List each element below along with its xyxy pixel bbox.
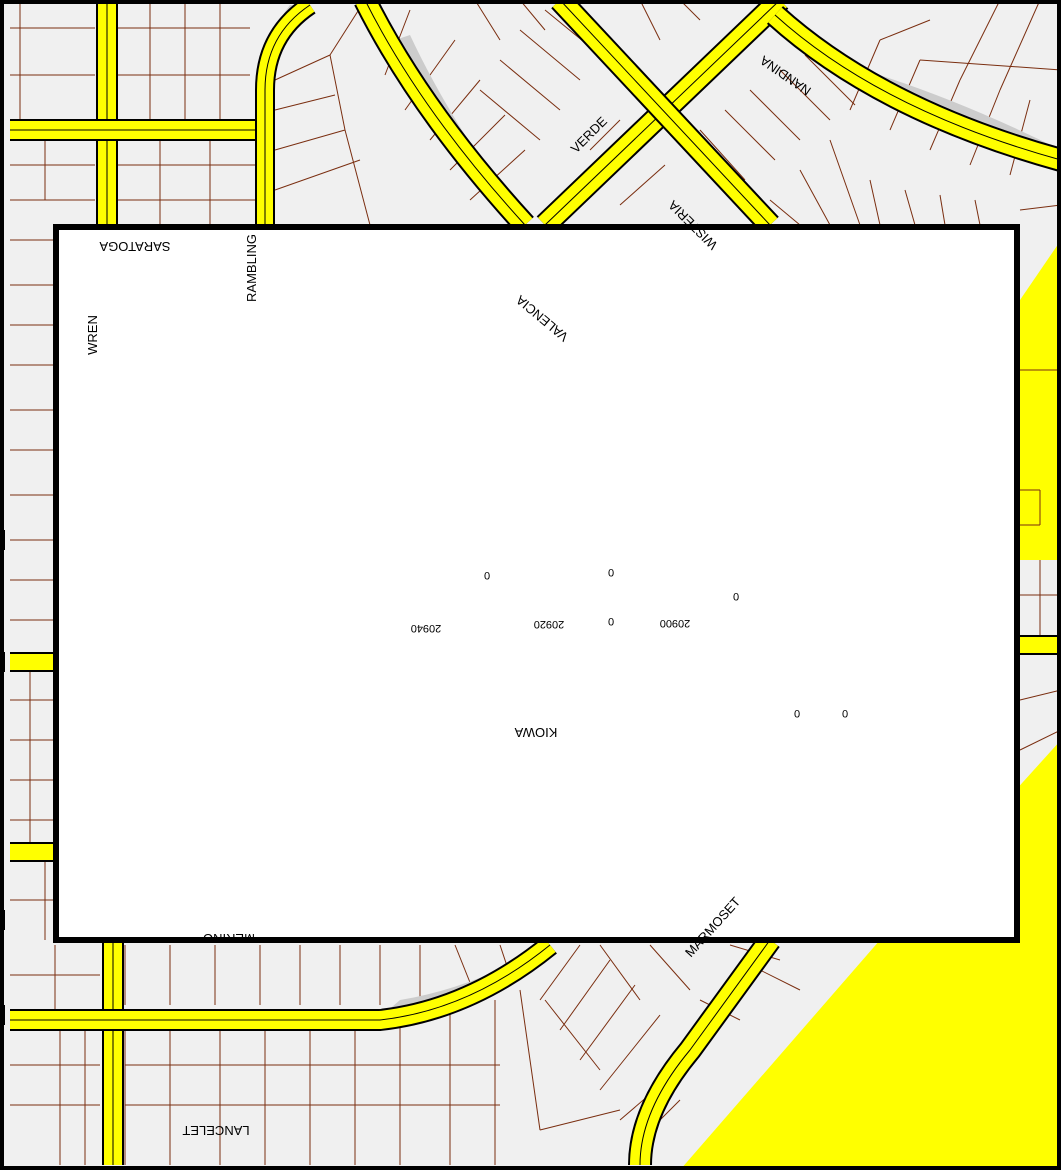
edge-glyph [0, 910, 5, 930]
street-label-saratoga: SARATOGA [99, 239, 170, 254]
roads [10, 0, 1061, 1166]
street-label-lancelet: LANCELET [182, 1123, 249, 1138]
address-label-20940: 20940 [411, 622, 442, 634]
selection-box[interactable] [53, 224, 1020, 943]
street-label-kiowa: KIOWA [514, 725, 557, 740]
street-label-rambling: RAMBLING [244, 234, 259, 302]
point-marker: 0 [608, 566, 614, 578]
zone-area-east [1020, 240, 1061, 560]
point-markers: 0 0 0 0 0 0 [484, 566, 848, 719]
address-label-20900: 20900 [660, 617, 691, 629]
point-marker: 0 [733, 590, 739, 602]
address-label-20920: 20920 [534, 618, 565, 630]
point-marker: 0 [608, 615, 614, 627]
edge-glyph [0, 652, 5, 672]
edge-glyph [0, 530, 5, 550]
point-marker: 0 [484, 569, 490, 581]
street-label-wren: WREN [85, 315, 100, 355]
point-marker: 0 [842, 707, 848, 719]
edge-glyph [0, 1005, 5, 1025]
point-marker: 0 [794, 707, 800, 719]
street-label-merino: MERINO [203, 931, 255, 946]
address-labels: 20940 20920 20900 [411, 617, 691, 634]
